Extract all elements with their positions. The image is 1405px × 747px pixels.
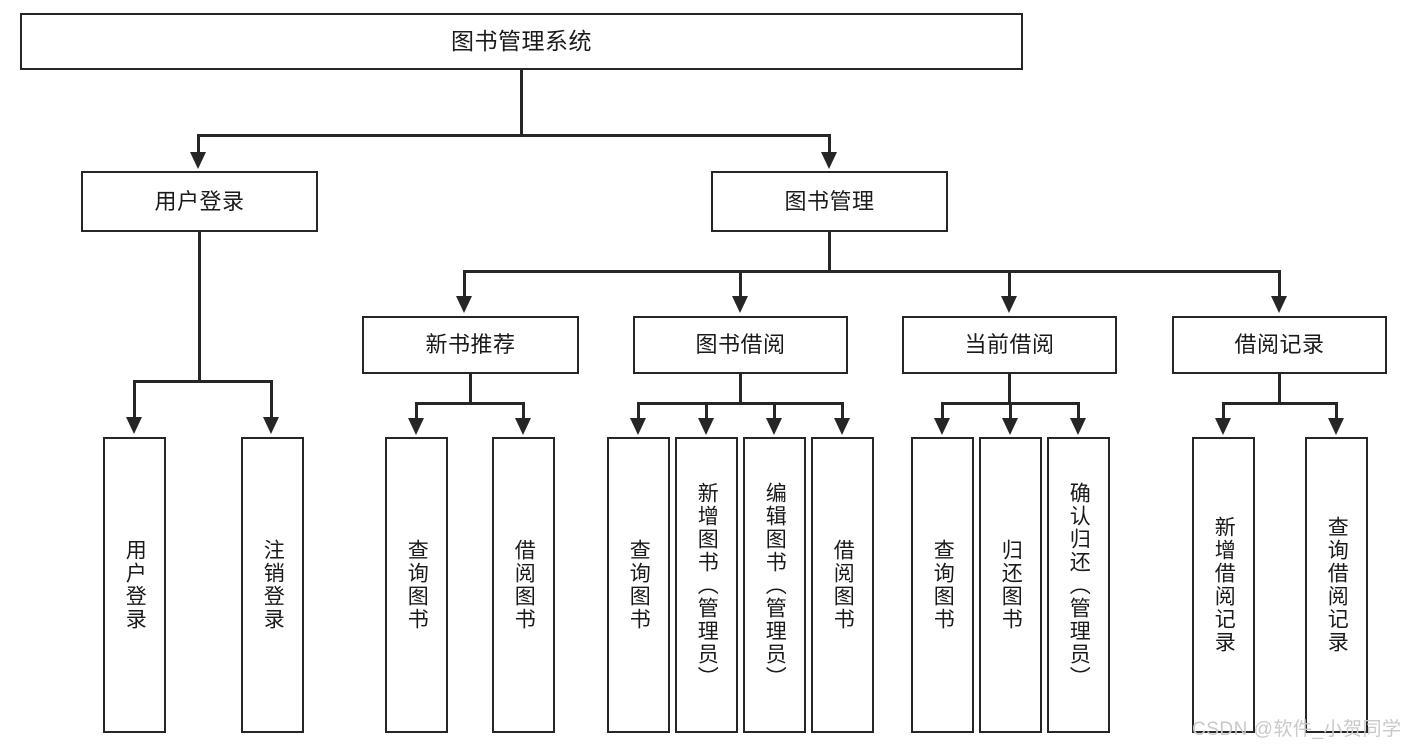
node-leaf-add-book[interactable]: 新增图书（管理员） [675,437,738,733]
connector-drop-leaf-confirm-return [1077,402,1080,420]
node-leaf-return-book[interactable]: 归还图书 [979,437,1042,733]
arrowhead-current-borrow [1001,296,1017,313]
arrowhead-leaf-add-book [698,418,714,435]
connector-level2-bus [197,134,831,137]
node-label: 图书借阅 [695,332,786,358]
connector-new-book-recommend-stem [469,374,472,404]
node-label: 确认归还（管理员） [1067,481,1091,689]
connector-drop-leaf-query-book-1 [415,402,418,420]
node-leaf-add-record[interactable]: 新增借阅记录 [1192,437,1255,733]
node-label: 借阅图书 [512,539,536,631]
node-leaf-borrow-book-1[interactable]: 借阅图书 [492,437,555,733]
node-label: 图书管理 [784,188,875,214]
arrowhead-new-book-recommend [456,296,472,313]
node-label: 归还图书 [999,539,1023,631]
connector-book-borrow-bus [637,402,843,405]
connector-drop-leaf-borrow-book-2 [841,402,844,420]
node-label: 新增借阅记录 [1212,516,1236,654]
node-borrow-record[interactable]: 借阅记录 [1172,316,1387,374]
node-label: 借阅记录 [1234,332,1325,358]
connector-borrow-record-stem [1278,374,1281,404]
arrowhead-leaf-query-book-3 [934,418,950,435]
node-book-manage[interactable]: 图书管理 [711,171,948,232]
arrowhead-leaf-query-book-1 [408,418,424,435]
arrowhead-leaf-user-logout [263,417,279,434]
node-leaf-query-book-2[interactable]: 查询图书 [607,437,670,733]
node-root-system[interactable]: 图书管理系统 [20,13,1023,70]
connector-drop-leaf-query-book-3 [941,402,944,420]
connector-drop-leaf-edit-book [773,402,776,420]
arrowhead-user-login [190,152,206,169]
connector-drop-leaf-query-record [1335,402,1338,420]
arrowhead-leaf-edit-book [766,418,782,435]
arrowhead-leaf-add-record [1215,418,1231,435]
connector-current-borrow-stem [1008,374,1011,404]
node-label: 借阅图书 [831,539,855,631]
node-leaf-query-book-3[interactable]: 查询图书 [911,437,974,733]
arrowhead-book-borrow [732,296,748,313]
node-new-book-recommend[interactable]: 新书推荐 [362,316,579,374]
connector-drop-borrow-record [1278,270,1281,298]
node-label: 编辑图书（管理员） [763,481,787,689]
node-label: 查询图书 [405,539,429,631]
node-label: 用户登录 [154,188,245,214]
arrowhead-leaf-borrow-book-1 [515,418,531,435]
connector-new-book-recommend-bus [415,402,525,405]
node-label: 当前借阅 [964,332,1055,358]
connector-drop-current-borrow [1008,270,1011,298]
connector-root-stem [520,70,523,136]
node-leaf-user-login[interactable]: 用户登录 [103,437,166,733]
node-label: 新增图书（管理员） [695,481,719,689]
arrowhead-borrow-record [1271,296,1287,313]
node-leaf-query-book-1[interactable]: 查询图书 [385,437,448,733]
node-current-borrow[interactable]: 当前借阅 [902,316,1117,374]
node-leaf-edit-book[interactable]: 编辑图书（管理员） [743,437,806,733]
node-label: 查询图书 [931,539,955,631]
connector-drop-leaf-borrow-book-1 [522,402,525,420]
connector-borrow-record-bus [1222,402,1338,405]
node-label: 注销登录 [261,539,285,631]
node-label: 查询图书 [627,539,651,631]
connector-drop-leaf-query-book-2 [637,402,640,420]
csdn-watermark: CSDN @软件_小贺同学 [1192,719,1402,740]
arrowhead-leaf-query-book-2 [630,418,646,435]
connector-drop-leaf-user-logout [270,380,273,419]
node-leaf-query-record[interactable]: 查询借阅记录 [1305,437,1368,733]
connector-user-login-bus [133,380,272,383]
node-label: 用户登录 [123,539,147,631]
connector-level3-bus [463,270,1281,273]
connector-drop-leaf-user-login [133,380,136,419]
arrowhead-leaf-user-login [126,417,142,434]
connector-book-manage-stem [828,232,831,272]
arrowhead-leaf-confirm-return [1070,418,1086,435]
arrowhead-book-manage [821,152,837,169]
connector-drop-new-book-recommend [463,270,466,298]
node-leaf-borrow-book-2[interactable]: 借阅图书 [811,437,874,733]
node-user-login[interactable]: 用户登录 [81,171,318,232]
connector-drop-leaf-add-record [1222,402,1225,420]
connector-drop-book-manage [828,134,831,154]
node-label: 图书管理系统 [451,28,592,55]
node-book-borrow[interactable]: 图书借阅 [633,316,848,374]
connector-user-login-stem [198,232,201,382]
connector-drop-leaf-return-book [1009,402,1012,420]
node-label: 新书推荐 [425,332,516,358]
arrowhead-leaf-query-record [1328,418,1344,435]
node-leaf-user-logout[interactable]: 注销登录 [241,437,304,733]
connector-book-borrow-stem [739,374,742,404]
connector-drop-leaf-add-book [705,402,708,420]
node-label: 查询借阅记录 [1325,516,1349,654]
connector-drop-book-borrow [739,270,742,298]
connector-drop-user-login [197,134,200,154]
node-leaf-confirm-return[interactable]: 确认归还（管理员） [1047,437,1110,733]
arrowhead-leaf-return-book [1002,418,1018,435]
arrowhead-leaf-borrow-book-2 [834,418,850,435]
